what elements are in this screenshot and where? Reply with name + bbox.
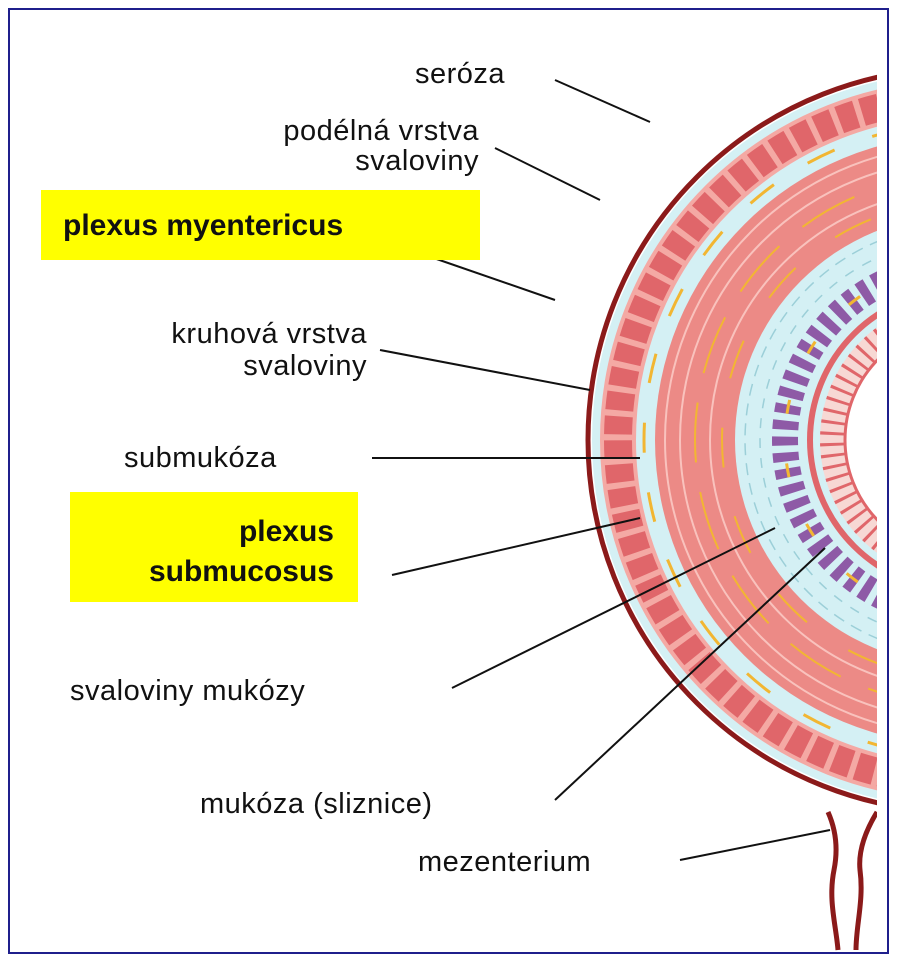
label-plexus-submucosus-line2: submucosus	[149, 556, 334, 588]
leader-kruhova	[380, 350, 590, 390]
label-svaloviny-mukozy: svaloviny mukózy	[70, 675, 305, 707]
label-plexus-myentericus: plexus myentericus	[63, 210, 343, 242]
highlight-plexus-submucosus: plexus submucosus	[70, 492, 358, 602]
label-submukoza: submukóza	[124, 442, 277, 474]
label-mezenterium: mezenterium	[418, 846, 591, 878]
label-podelna-line1: podélná vrstva	[283, 115, 479, 147]
highlight-plexus-myentericus: plexus myentericus	[41, 190, 480, 260]
label-mukoza: mukóza (sliznice)	[200, 788, 433, 820]
mesentery	[828, 812, 838, 950]
leader-seroza	[555, 80, 650, 122]
leader-myentericus	[425, 255, 555, 300]
label-kruhova-line1: kruhová vrstva	[171, 318, 367, 350]
label-seroza: seróza	[415, 58, 505, 90]
leader-mezenterium	[680, 830, 830, 860]
leader-podelna	[495, 148, 600, 200]
label-podelna-line2: svaloviny	[355, 145, 479, 177]
label-plexus-submucosus-line1: plexus	[239, 516, 334, 548]
label-kruhova-line2: svaloviny	[243, 350, 367, 382]
